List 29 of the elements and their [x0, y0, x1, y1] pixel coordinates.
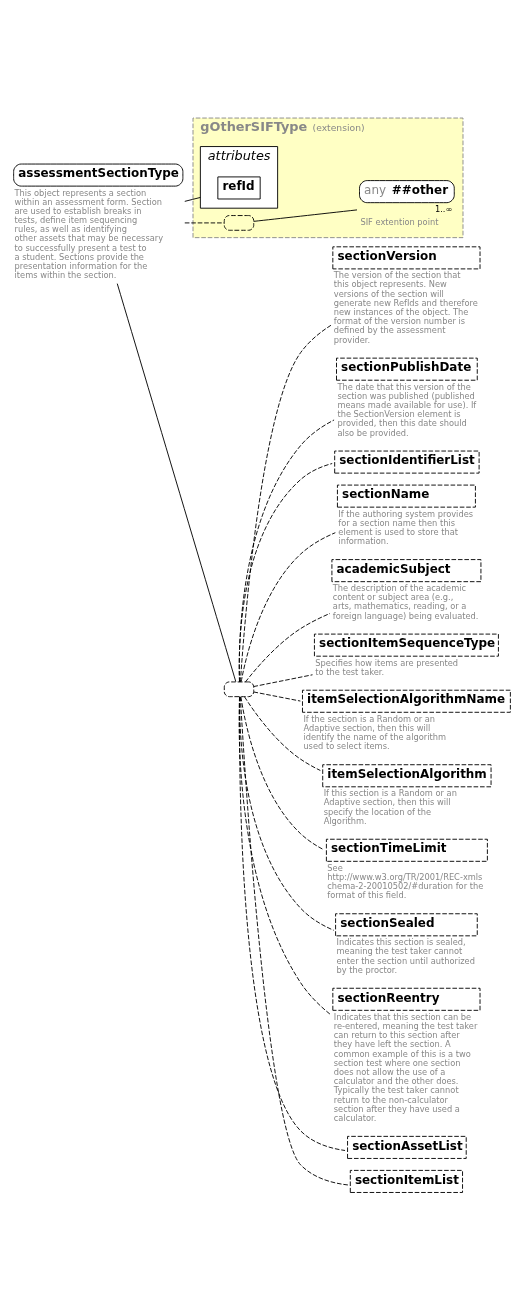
connector	[240, 532, 336, 683]
node-label: Specifies how items are presented to the test taker.	[315, 657, 459, 677]
connector	[116, 283, 237, 683]
node-box	[223, 681, 255, 698]
node-label: Indicates this section is sealed, meaning the test taker cannot enter the section until authorized by the proctor.	[336, 937, 475, 975]
connector	[244, 696, 321, 771]
node-label: 1..∞	[434, 204, 453, 215]
connector	[238, 696, 332, 1016]
connector	[238, 419, 335, 683]
node-label: See http://www.w3.org/TR/2001/REC-xmlschema-2-20010502/#duration for the format of this field.	[327, 862, 484, 901]
node-label: Indicates that this section can be re-entered, meaning the test taker can return to this section after they have left the section. A common example of this is a two section test where one section does not allow the use of a calculator and the other does. Typically the test taker cannot return to the non-calculator section after they have used a calculator.	[333, 1011, 478, 1123]
connector	[253, 209, 358, 222]
connector	[238, 463, 333, 683]
connector	[239, 324, 332, 683]
node-label: If this section is a Random or an Adaptive section, then this will specify the location of the Algorithm.	[323, 788, 457, 826]
node-box	[223, 215, 255, 231]
connector	[240, 696, 325, 851]
node-label: SIF extention point	[360, 216, 439, 227]
node-label: If the section is a Random or an Adaptive section, then this will identify the name of the algorithm used to select items.	[303, 713, 447, 752]
node-label: The date that this version of the section was published (published means made available for use). If the SectionVersion element is provided, then this date should also be provided.	[337, 381, 477, 438]
connector	[253, 691, 301, 702]
node-label: The version of the section that this object represents. New versions of the section will generate new RefIds and therefore new instances of the object. The format of the version number is defined by the assessment provider.	[333, 270, 478, 345]
connector	[184, 197, 201, 202]
node-label: This object represents a section within an assessment form. Section are used to establish breaks in tests, define item sequencing rules, as well as identifying other assets that may be necessary to successfully present a test to a student. Sections provide the presentation information for the items within the section.	[14, 187, 164, 281]
connector	[245, 613, 331, 683]
connector	[253, 674, 313, 687]
node-label: The description of the academic content or subject area (e.g., arts, mathematics, reading, or a foreign language) being evaluated.	[332, 583, 479, 621]
node-label: If the authoring system provides for a section name then this element is used to store that information.	[338, 508, 474, 547]
connector	[239, 696, 335, 931]
